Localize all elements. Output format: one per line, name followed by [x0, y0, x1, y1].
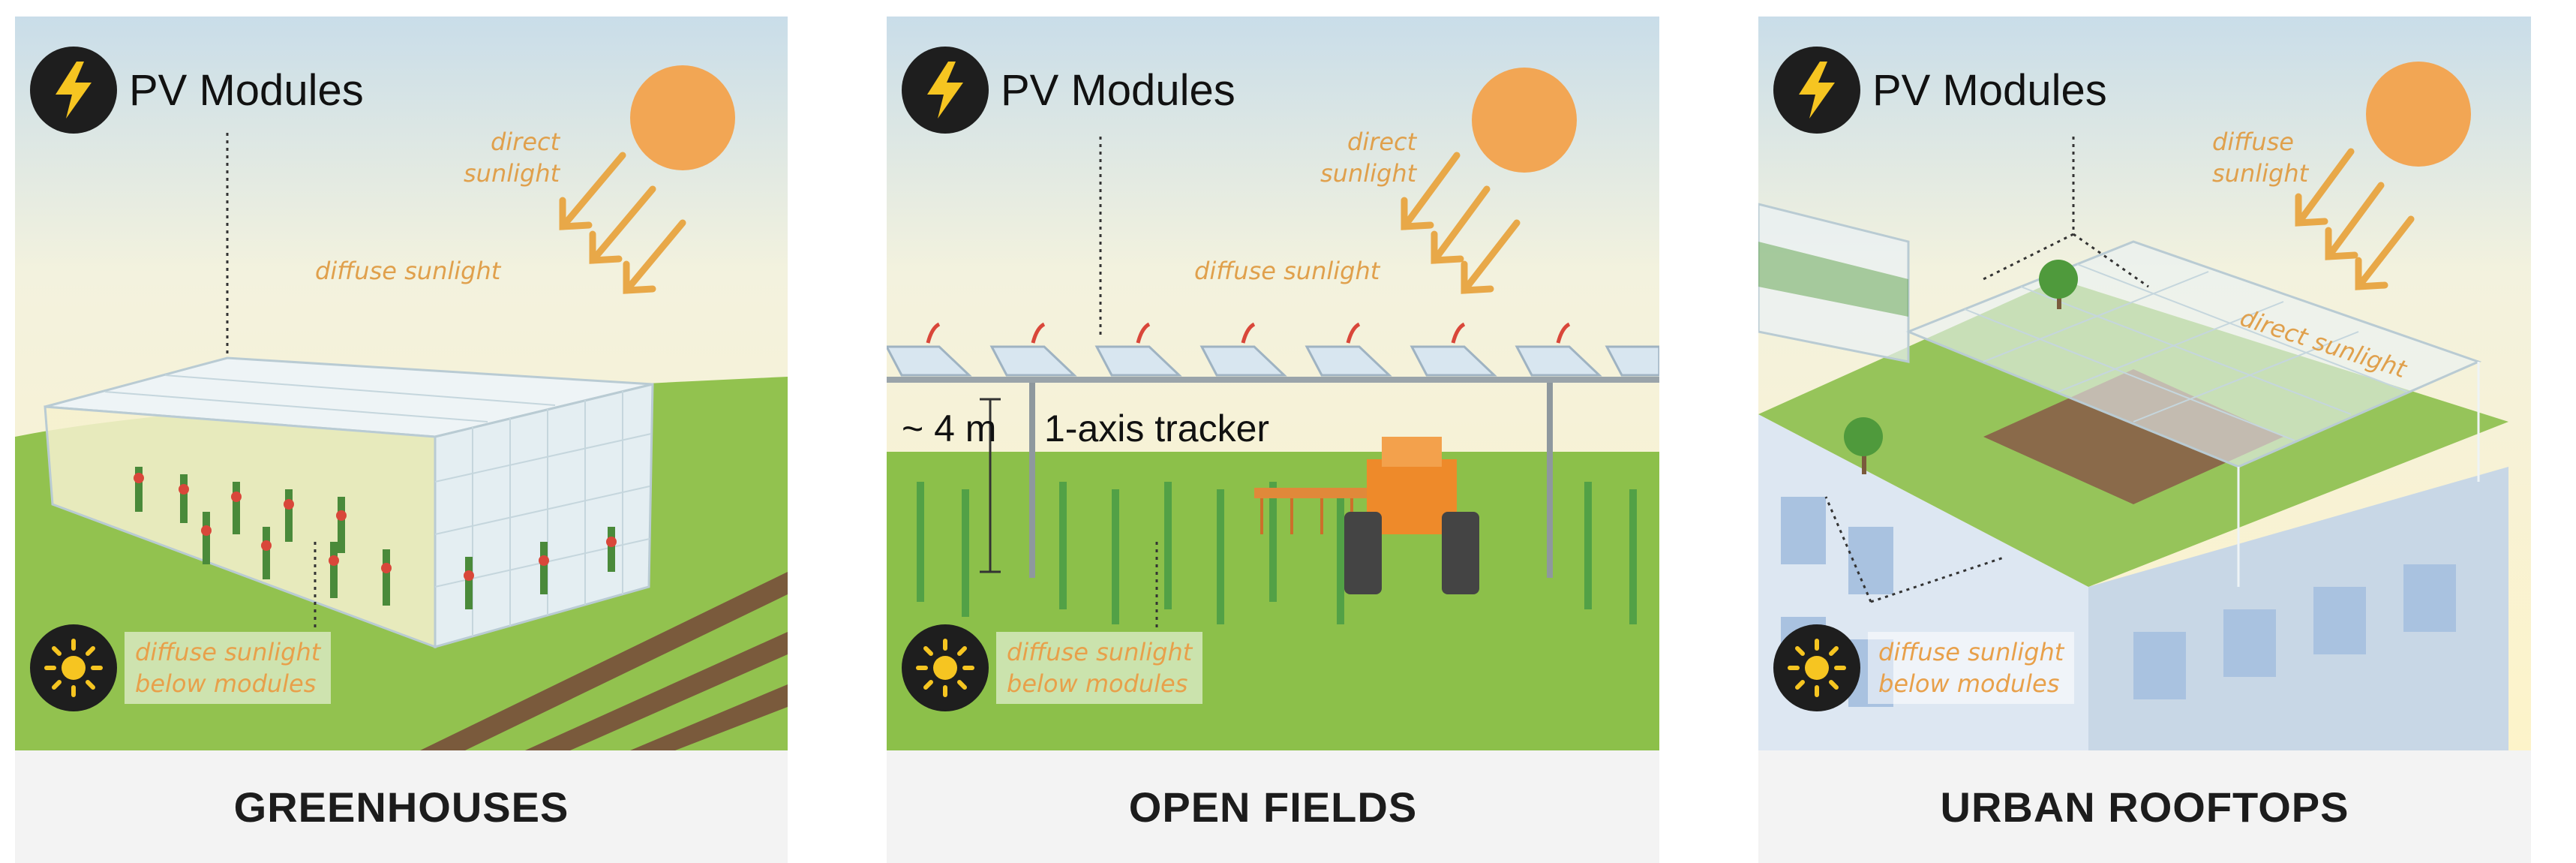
lightning-bolt-icon	[30, 47, 117, 134]
trees	[1844, 260, 2078, 474]
below-modules-box: diffuse sunlight below modules	[125, 632, 332, 704]
tracker-beam	[887, 377, 1659, 383]
panel-open-fields: PV Modules direct sunlight diffuse sunli…	[887, 17, 1659, 863]
sunlight-word: sunlight	[2212, 159, 2309, 188]
lightning-bolt-icon	[902, 47, 989, 134]
crop-rows	[917, 482, 1637, 624]
pv-leader-lines	[1824, 137, 2149, 603]
direct-word: direct	[1347, 128, 1417, 156]
diffuse-sunlight-label: diffuse sunlight	[315, 257, 501, 285]
pv-modules-label: PV Modules	[1872, 65, 2107, 115]
diffuse-sunlight-label: diffuse sunlight	[1194, 257, 1380, 285]
direct-sunlight-label: direct sunlight	[464, 126, 560, 189]
pv-modules-badge: PV Modules	[30, 47, 364, 134]
direct-sunlight-label: direct sunlight	[1320, 126, 1416, 189]
sun-icon	[1773, 624, 1860, 711]
caption-open-fields: OPEN FIELDS	[1128, 783, 1418, 831]
sun	[1472, 68, 1577, 173]
below-modules-box: diffuse sunlight below modules	[996, 632, 1203, 704]
diffuse-sunlight-label: diffuse sunlight	[2212, 126, 2308, 189]
below-line-1: diffuse sunlight	[1007, 638, 1193, 666]
sunlight-arrows	[559, 152, 686, 294]
diffuse-below-badge: diffuse sunlight below modules	[1773, 624, 2075, 711]
caption-bar: URBAN ROOFTOPS	[1758, 750, 2531, 863]
below-line-1: diffuse sunlight	[1878, 638, 2064, 666]
sunlight-arrows	[2295, 148, 2415, 290]
tomato-plants	[134, 467, 617, 609]
caption-urban-rooftops: URBAN ROOFTOPS	[1940, 783, 2349, 831]
sunlight-word: sunlight	[464, 159, 560, 188]
open-field-scene	[887, 17, 1659, 750]
below-line-1: diffuse sunlight	[135, 638, 321, 666]
panel-urban-rooftops: PV Modules diffuse sunlight direct sunli…	[1758, 17, 2531, 863]
tracker-label: 1-axis tracker	[1044, 407, 1270, 450]
pv-modules-label: PV Modules	[1001, 65, 1235, 115]
sunlight-arrows	[1401, 152, 1521, 294]
sun	[2366, 62, 2471, 167]
caption-greenhouses: GREENHOUSES	[233, 783, 569, 831]
below-line-2: below modules	[135, 669, 317, 698]
below-modules-box: diffuse sunlight below modules	[1868, 632, 2075, 704]
diffuse-below-badge: diffuse sunlight below modules	[902, 624, 1203, 711]
pv-modules-badge: PV Modules	[902, 47, 1235, 134]
diffuse-word: diffuse	[2212, 128, 2294, 156]
height-label: ~ 4 m	[902, 407, 997, 450]
sun-icon	[902, 624, 989, 711]
tracker-panels	[887, 322, 1659, 377]
panel-greenhouses: PV Modules direct sunlight diffuse sunli…	[15, 17, 788, 863]
lightning-bolt-icon	[1773, 47, 1860, 134]
glasshouse-rows	[1758, 203, 1910, 363]
caption-bar: OPEN FIELDS	[887, 750, 1659, 863]
pv-modules-badge: PV Modules	[1773, 47, 2107, 134]
sun-icon	[30, 624, 117, 711]
below-line-2: below modules	[1007, 669, 1188, 698]
diffuse-below-badge: diffuse sunlight below modules	[30, 624, 332, 711]
tracker-posts	[1029, 383, 1553, 578]
below-line-2: below modules	[1878, 669, 2060, 698]
sun	[630, 65, 735, 170]
direct-word: direct	[490, 128, 560, 156]
field-furrows	[420, 572, 788, 750]
pv-modules-label: PV Modules	[129, 65, 364, 115]
sunlight-word: sunlight	[1320, 159, 1417, 188]
tractor	[1254, 437, 1479, 594]
caption-bar: GREENHOUSES	[15, 750, 788, 863]
height-dimension	[980, 398, 1001, 573]
